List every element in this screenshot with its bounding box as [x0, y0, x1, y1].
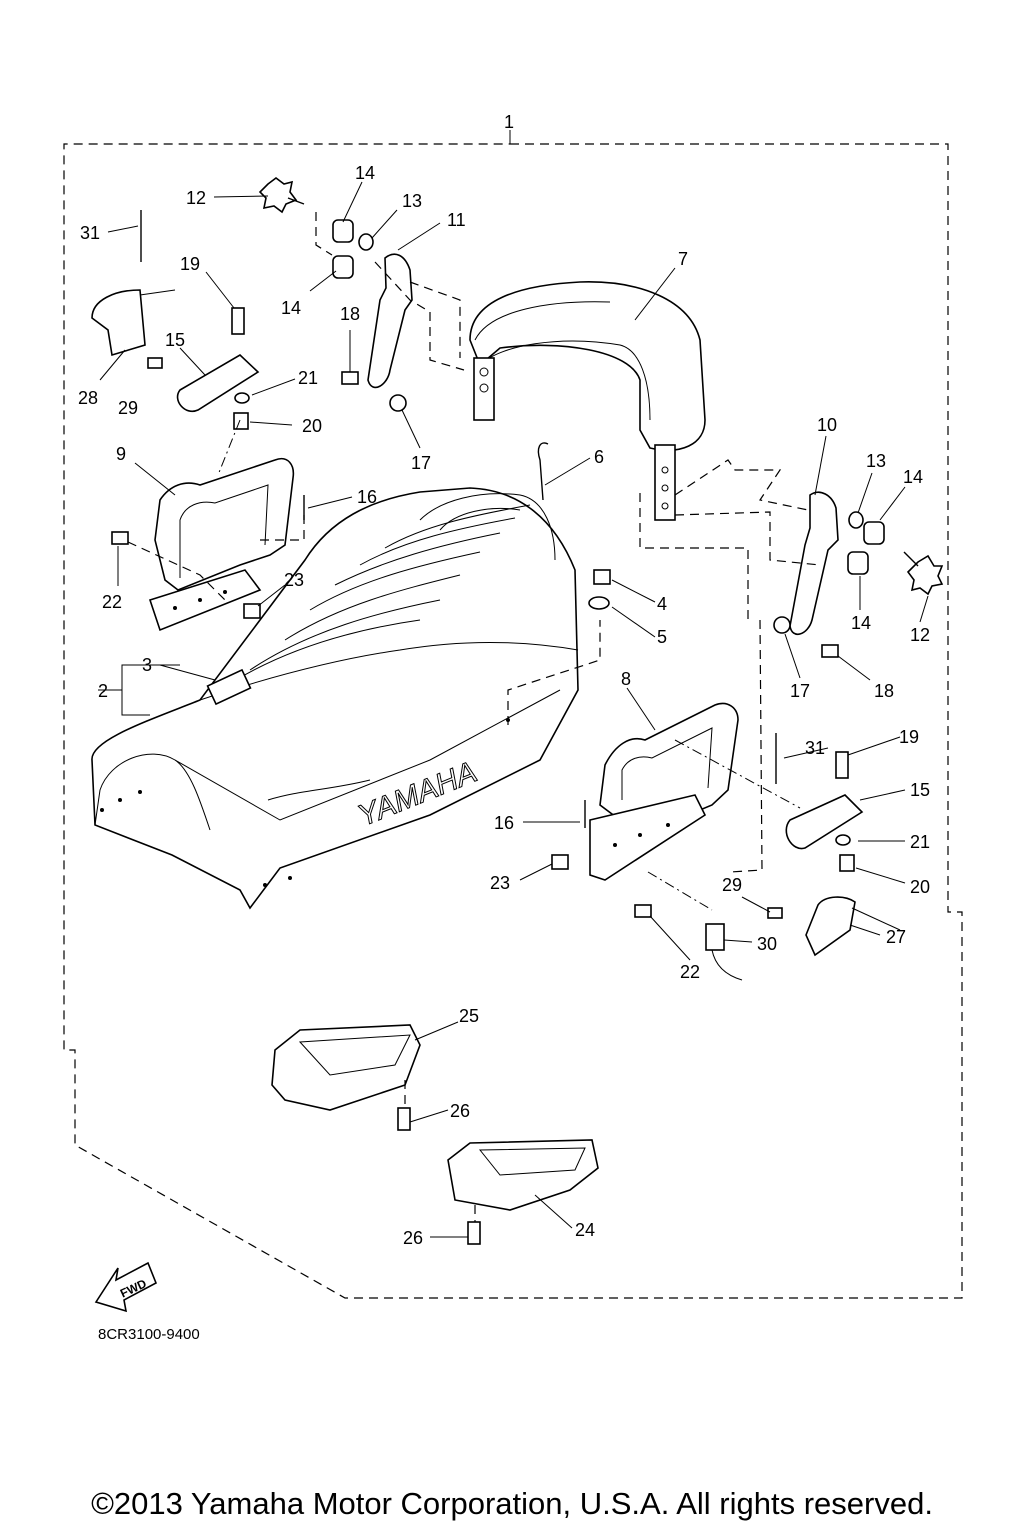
callout-9: 9	[116, 444, 126, 464]
callout-6: 6	[594, 447, 604, 467]
grab-bar-left	[148, 458, 295, 632]
assembly-boundary	[63, 143, 963, 1299]
callout-29: 29	[722, 875, 742, 895]
callout-21: 21	[298, 368, 318, 388]
callout-21: 21	[910, 832, 930, 852]
callout-26: 26	[450, 1101, 470, 1121]
callout-31: 31	[805, 738, 825, 758]
callout-24: 24	[575, 1220, 595, 1240]
callout-22: 22	[102, 592, 122, 612]
seat	[91, 487, 579, 910]
copyright-notice: ©2013 Yamaha Motor Corporation, U.S.A. A…	[91, 1486, 933, 1521]
callout-16: 16	[494, 813, 514, 833]
bracket-11	[367, 253, 413, 389]
callout-14: 14	[903, 467, 923, 487]
callout-16: 16	[357, 487, 377, 507]
callout-18: 18	[874, 681, 894, 701]
callout-12: 12	[910, 625, 930, 645]
callout-4: 4	[657, 594, 667, 614]
callout-1: 1	[504, 112, 514, 132]
bracket-10	[789, 491, 839, 636]
callout-13: 13	[402, 191, 422, 211]
callouts: 1 12 14 13 11 31 19 7 14 18 15 21 28 29 …	[78, 112, 930, 1248]
callout-3: 3	[142, 655, 152, 675]
callout-7: 7	[678, 249, 688, 269]
callout-23: 23	[490, 873, 510, 893]
callout-14: 14	[281, 298, 301, 318]
callout-27: 27	[886, 927, 906, 947]
grab-bar-right	[589, 702, 739, 881]
callout-18: 18	[340, 304, 360, 324]
callout-30: 30	[757, 934, 777, 954]
callout-26: 26	[403, 1228, 423, 1248]
callout-13: 13	[866, 451, 886, 471]
callout-20: 20	[910, 877, 930, 897]
callout-11: 11	[447, 210, 466, 230]
callout-25: 25	[459, 1006, 479, 1026]
callout-8: 8	[621, 669, 631, 689]
leader-lines	[98, 130, 929, 1238]
callout-17: 17	[411, 453, 431, 473]
callout-19: 19	[899, 727, 919, 747]
callout-22: 22	[680, 962, 700, 982]
backrest	[469, 281, 706, 521]
callout-15: 15	[165, 330, 185, 350]
callout-5: 5	[657, 627, 667, 647]
callout-29: 29	[118, 398, 138, 418]
callout-19: 19	[180, 254, 200, 274]
callout-14: 14	[355, 163, 375, 183]
callout-17: 17	[790, 681, 810, 701]
callout-15: 15	[910, 780, 930, 800]
callout-23: 23	[284, 570, 304, 590]
callout-28: 28	[78, 388, 98, 408]
diagram-code: 8CR3100-9400	[98, 1326, 200, 1343]
callout-31: 31	[80, 223, 100, 243]
callout-14: 14	[851, 613, 871, 633]
forward-arrow-icon: FWD	[94, 1261, 158, 1313]
connection-lines	[127, 212, 821, 1222]
callout-2: 2	[98, 681, 108, 701]
callout-20: 20	[302, 416, 322, 436]
callout-10: 10	[817, 415, 837, 435]
callout-12: 12	[186, 188, 206, 208]
